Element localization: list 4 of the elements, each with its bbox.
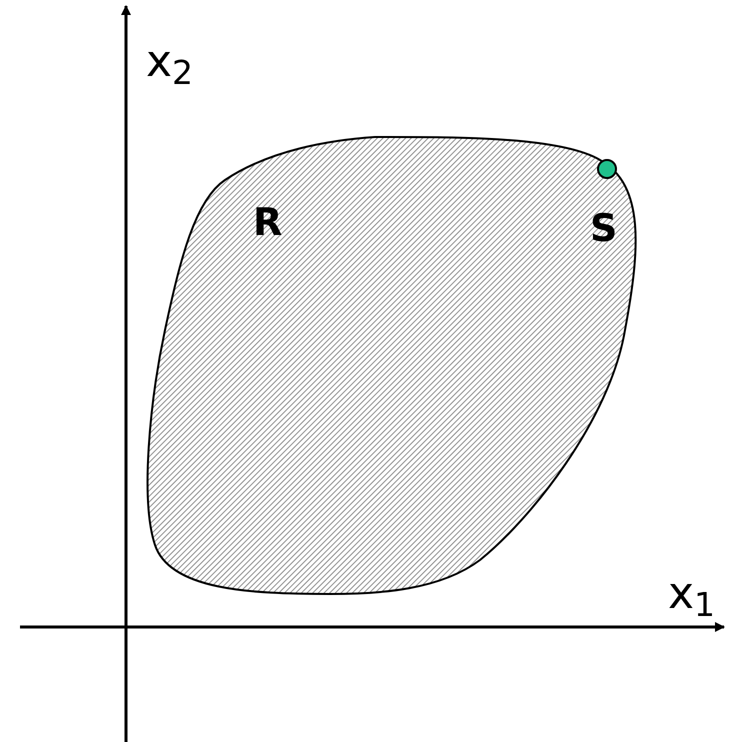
axis-label: x$_{1}$ bbox=[668, 572, 716, 616]
point-label: S bbox=[590, 209, 618, 247]
axis-label: x$_{2}$ bbox=[146, 40, 194, 84]
region-label: R bbox=[253, 203, 282, 241]
